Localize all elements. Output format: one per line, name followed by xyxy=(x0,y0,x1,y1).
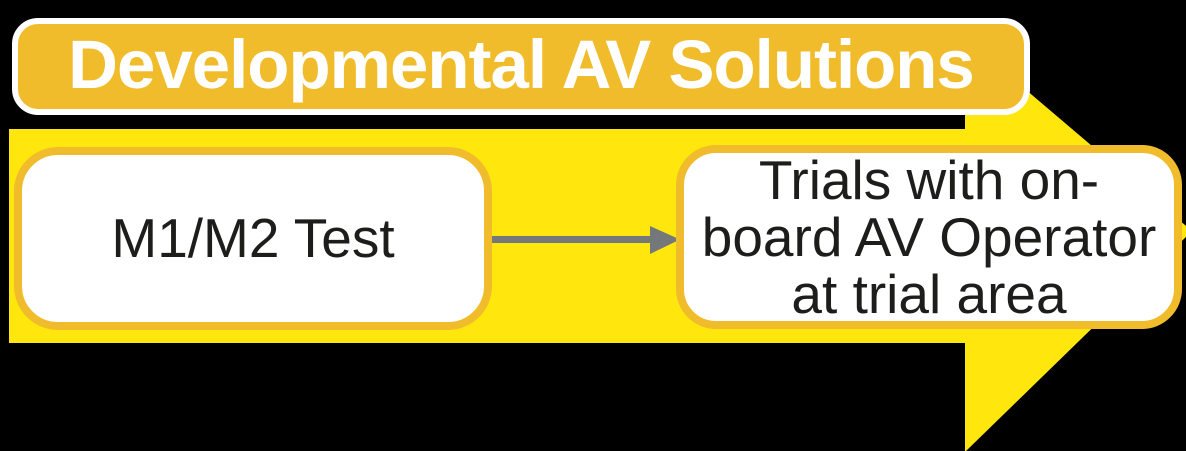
right-arrow-polygon xyxy=(9,38,1186,451)
step-box-m1-m2-test: M1/M2 Test xyxy=(14,147,492,330)
step-box-trials-on-board-label: Trials with on- board AV Operator at tri… xyxy=(701,148,1157,325)
title-banner: Developmental AV Solutions xyxy=(12,18,1030,115)
step-box-m1-m2-test-label: M1/M2 Test xyxy=(111,207,395,269)
title-banner-label: Developmental AV Solutions xyxy=(68,26,975,103)
connector-arrowhead-icon xyxy=(650,226,680,254)
step-box-trials-on-board: Trials with on- board AV Operator at tri… xyxy=(676,145,1182,329)
